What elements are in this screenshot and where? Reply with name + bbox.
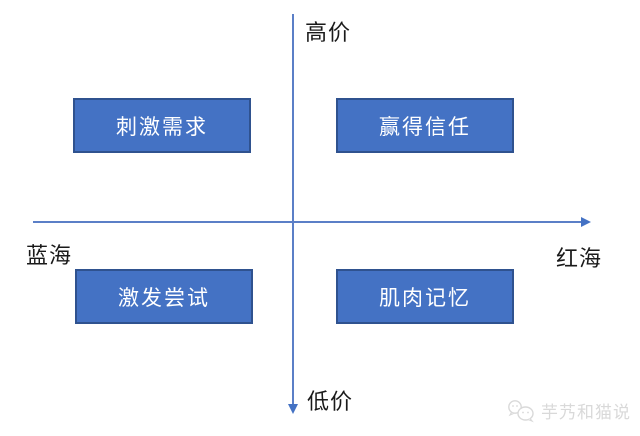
arrow-right-icon <box>581 217 591 227</box>
axis-label-high-price: 高价 <box>305 20 352 45</box>
watermark: 芋艿和猫说 <box>506 398 631 423</box>
quadrant-box-top-left: 刺激需求 <box>73 98 251 153</box>
arrow-down-icon <box>288 404 298 414</box>
vertical-axis-line <box>292 14 294 406</box>
quadrant-box-label: 激发尝试 <box>118 286 210 310</box>
quadrant-box-top-right: 赢得信任 <box>336 98 514 153</box>
axis-label-red-ocean: 红海 <box>556 246 603 271</box>
axis-label-blue-ocean: 蓝海 <box>26 243 73 268</box>
quadrant-box-label: 肌肉记忆 <box>379 286 471 310</box>
quadrant-box-label: 赢得信任 <box>379 115 471 139</box>
horizontal-axis-line <box>33 221 582 223</box>
quadrant-box-bottom-left: 激发尝试 <box>75 269 253 324</box>
axis-label-low-price: 低价 <box>307 389 354 414</box>
quadrant-box-bottom-right: 肌肉记忆 <box>336 269 514 324</box>
quadrant-box-label: 刺激需求 <box>116 115 208 139</box>
wechat-icon <box>506 399 536 423</box>
watermark-text: 芋艿和猫说 <box>541 403 631 422</box>
